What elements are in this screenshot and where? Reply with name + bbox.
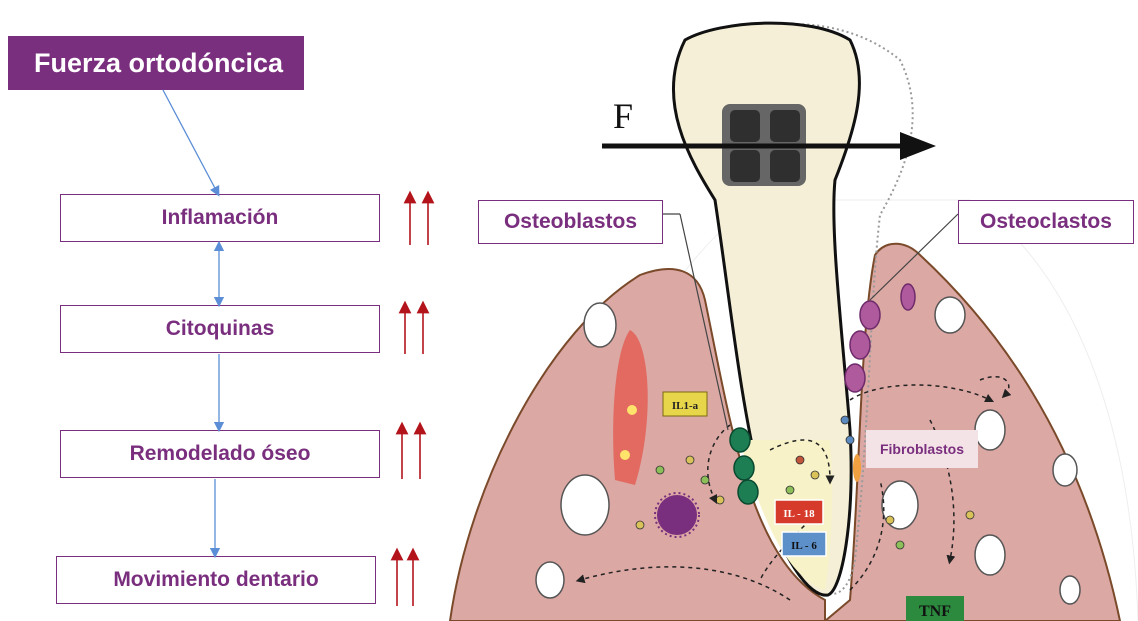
osteoclasts-label: Osteoclastos <box>980 210 1112 234</box>
osteoblasts-label-box: Osteoblastos <box>478 200 663 244</box>
il18-marker: IL - 18 <box>775 500 823 524</box>
tnf-label: TNF <box>919 603 951 620</box>
il6-marker: IL - 6 <box>782 532 826 556</box>
increase-arrows-3 <box>402 428 420 479</box>
increase-arrows-2 <box>405 307 423 354</box>
increase-arrows-4 <box>397 554 413 606</box>
il1a-label: IL1-a <box>672 400 699 412</box>
connector-title-inflamacion <box>163 90 217 192</box>
flow-connectors <box>0 0 460 621</box>
increase-arrows-1 <box>410 197 428 245</box>
il18-label: IL - 18 <box>783 508 815 520</box>
osteoblasts-label: Osteoblastos <box>504 210 637 234</box>
il6-label: IL - 6 <box>791 540 817 552</box>
force-label: F <box>613 96 633 136</box>
osteoclasts-label-box: Osteoclastos <box>958 200 1134 244</box>
fibroblasts-label-box: Fibroblastos <box>866 430 978 468</box>
tnf-marker: TNF <box>906 596 964 621</box>
tooth-illustration: F <box>430 0 1138 621</box>
fibroblasts-label: Fibroblastos <box>880 441 964 457</box>
il1a-marker: IL1-a <box>663 392 707 416</box>
